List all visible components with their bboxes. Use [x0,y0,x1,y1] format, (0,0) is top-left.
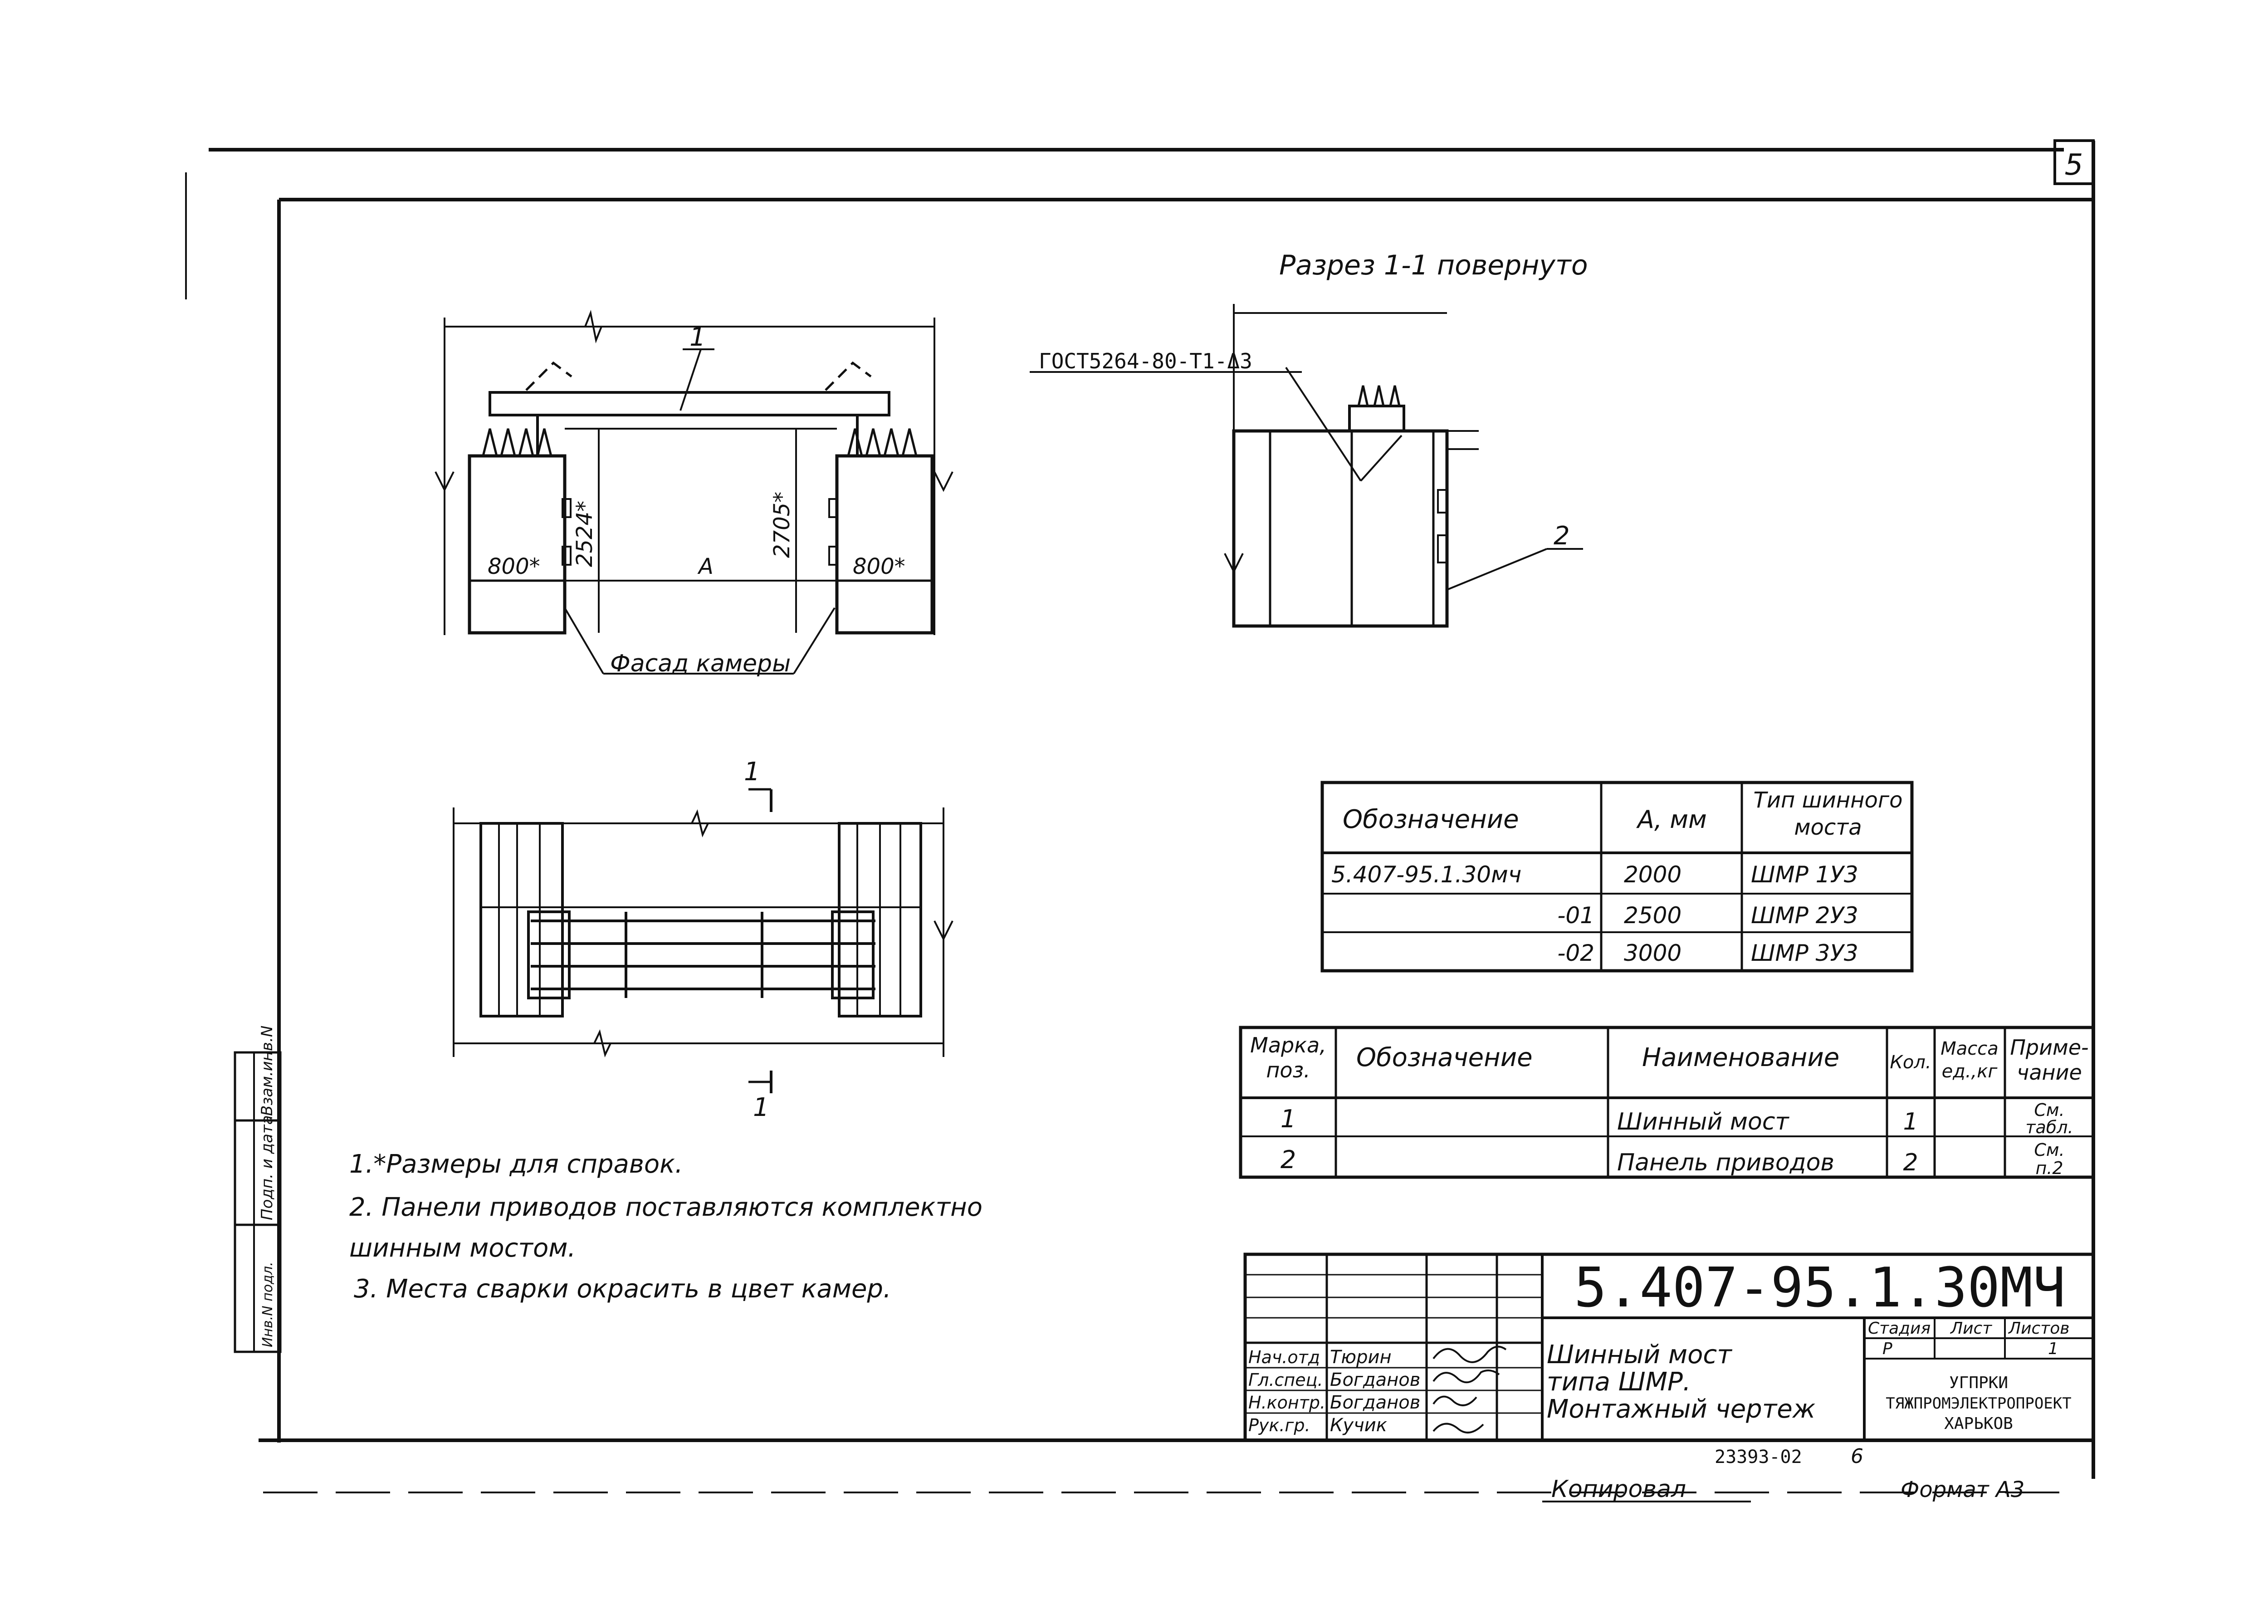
st-row2-note: См. [2034,1140,2064,1160]
sheets-header: Листов [2008,1319,2069,1338]
note-2-cont: шинным мостом. [349,1233,576,1263]
st-header-designation: Обозначение [1356,1043,1533,1072]
copied-label: Копировал [1551,1476,1686,1503]
vt-header-a: А, мм [1636,805,1707,834]
view-label: Фасад камеры [610,650,791,677]
dim-height-2705: 2705* [769,492,795,558]
st-row1-pos: 1 [1281,1105,1296,1133]
section-title: Разрез 1-1 повернуто [1279,249,1588,281]
st-header-note-2: чание [2017,1060,2082,1085]
org-line-2: ТЯЖПРОМЭЛЕКТРОПРОЕКТ [1886,1394,2071,1413]
st-row1-name: Шинный мост [1617,1108,1789,1135]
spec-table [1239,1026,2095,1179]
margin-label-inv: Инв.N подл. [260,1262,276,1347]
variants-table [1320,781,1914,973]
st-row2-name: Панель приводов [1617,1149,1834,1176]
sheets-value: 1 [2048,1340,2058,1358]
name-2: Богданов [1330,1370,1420,1390]
org-line-1: УГПРКИ [1949,1374,2008,1392]
role-3: Н.контр. [1248,1393,1325,1413]
vt-row3-type: ШМР 3У3 [1751,940,1858,966]
vt-row3-a: 3000 [1624,940,1681,966]
st-row2-qty: 2 [1903,1149,1918,1176]
section-mark-top: 1 [744,757,760,787]
dim-right-800: 800* [853,554,905,579]
st-header-note: Приме- [2010,1035,2088,1060]
vt-row2-type: ШМР 2У3 [1751,902,1858,929]
facade-elevation [435,310,953,635]
st-header-mass: Масса [1941,1038,1999,1059]
position-1-label: 1 [689,323,706,352]
name-1: Тюрин [1330,1347,1392,1368]
stage-value: Р [1882,1340,1892,1358]
st-header-mass-2: ед.,кг [1942,1061,1998,1082]
title-line-2: типа ШМР. [1547,1367,1691,1397]
margin-label-replace: Взам.инв.N [258,1026,276,1116]
st-header-qty: Кол. [1890,1052,1931,1073]
st-row2-note-2: п.2 [2035,1158,2063,1178]
sheet-frame [185,141,2095,1493]
vt-row2-a: 2500 [1624,902,1681,929]
sheet-number-box: 5 [2053,139,2095,185]
section-mark-bottom: 1 [753,1093,769,1122]
note-2: 2. Панели приводов поставляются комплект… [349,1193,982,1222]
vt-header-type-2: моста [1794,815,1862,840]
st-row1-note-2: табл. [2025,1117,2073,1137]
weld-note: ΓОСТ5264-80-Т1-Δ3 [1039,349,1252,373]
title-block [1243,1252,2095,1442]
st-row1-note: См. [2034,1100,2064,1120]
title-line-3: Монтажный чертеж [1547,1394,1815,1424]
role-1: Нач.отд [1248,1347,1320,1367]
vt-row1-a: 2000 [1624,861,1681,888]
note-1: 1.*Размеры для справок. [349,1150,683,1179]
dim-height-2524: 2524* [572,501,597,567]
sheet-header: Лист [1950,1319,1992,1338]
title-line-1: Шинный мост [1547,1340,1732,1370]
margin-label-sign: Подп. и дата [258,1115,276,1220]
stage-header: Стадия [1868,1319,1931,1338]
archive-number: 23393-02 [1715,1447,1802,1467]
dim-left-800: 800* [488,554,540,579]
page-number: 6 [1851,1445,1863,1468]
name-3: Богданов [1330,1392,1420,1413]
margin-stamp: Взам.инв.N Подп. и дата Инв.N подл. [234,1026,282,1353]
sheet-number: 5 [2065,148,2083,182]
role-2: Гл.спец. [1248,1370,1323,1390]
st-header-pos: поз. [1266,1058,1310,1082]
dim-a: А [697,554,714,579]
org-line-3: ХАРЬКОВ [1944,1414,2013,1433]
name-4: Кучик [1330,1415,1387,1436]
st-header-mark: Марка, [1250,1033,1326,1057]
role-4: Рук.гр. [1248,1415,1310,1435]
st-header-name: Наименование [1642,1043,1839,1072]
vt-header-designation: Обозначение [1343,805,1519,834]
note-3: 3. Места сварки окрасить в цвет камер. [354,1274,891,1304]
vt-row1-designation: 5.407-95.1.30мч [1331,861,1521,888]
doc-code: 5.407-95.1.30МЧ [1574,1257,2066,1320]
view-label-leaders [564,607,836,675]
vt-row2-designation: -01 [1557,902,1594,929]
position-2-label: 2 [1554,521,1570,551]
format-label: Формат А3 [1901,1477,2024,1502]
vt-row1-type: ШМР 1У3 [1751,861,1858,888]
section-view [1030,304,1583,628]
st-row1-qty: 1 [1903,1108,1918,1135]
plan-view [453,788,953,1093]
vt-row3-designation: -02 [1557,940,1594,966]
st-row2-pos: 2 [1281,1145,1296,1174]
vt-header-type: Тип шинного [1754,788,1903,813]
